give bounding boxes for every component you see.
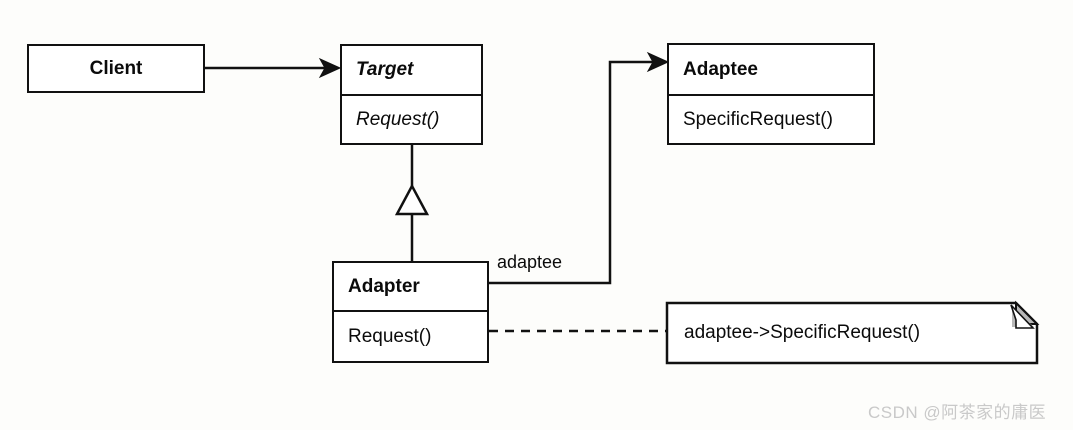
class-title-adapter: Adapter bbox=[334, 263, 487, 312]
note-text-request-body: adaptee->SpecificRequest() bbox=[684, 322, 921, 343]
client-target-arrowhead-icon bbox=[318, 57, 342, 79]
watermark-label: CSDN @阿茶家的庸医 bbox=[868, 403, 1047, 422]
relationship-adapter-adaptee bbox=[489, 51, 670, 285]
note-box-shape bbox=[665, 300, 1040, 365]
class-member-target-request: Request() bbox=[356, 108, 440, 130]
class-box-client[interactable]: Client bbox=[27, 44, 205, 93]
note-outline bbox=[665, 301, 1039, 365]
adapter-adaptee-arrowhead-icon bbox=[646, 51, 670, 73]
class-member-adaptee-specificrequest: SpecificRequest() bbox=[683, 108, 833, 130]
class-member-adapter-request: Request() bbox=[348, 325, 432, 347]
edge-label-adaptee: adaptee bbox=[497, 252, 563, 272]
note-connector bbox=[458, 323, 667, 339]
relationship-client-target bbox=[205, 57, 342, 79]
class-box-adapter[interactable]: Adapter Request() bbox=[332, 261, 489, 363]
relationship-adapter-target bbox=[394, 145, 430, 261]
hollow-triangle-icon bbox=[394, 183, 430, 216]
class-box-target[interactable]: Target Request() bbox=[340, 44, 483, 145]
adapter-adaptee-line bbox=[489, 60, 658, 285]
class-box-adaptee[interactable]: Adaptee SpecificRequest() bbox=[667, 43, 875, 145]
note-fold-cursor-icon bbox=[1010, 304, 1035, 329]
class-title-adaptee: Adaptee bbox=[669, 45, 873, 96]
class-title-target: Target bbox=[342, 46, 481, 96]
class-title-client: Client bbox=[89, 57, 143, 79]
